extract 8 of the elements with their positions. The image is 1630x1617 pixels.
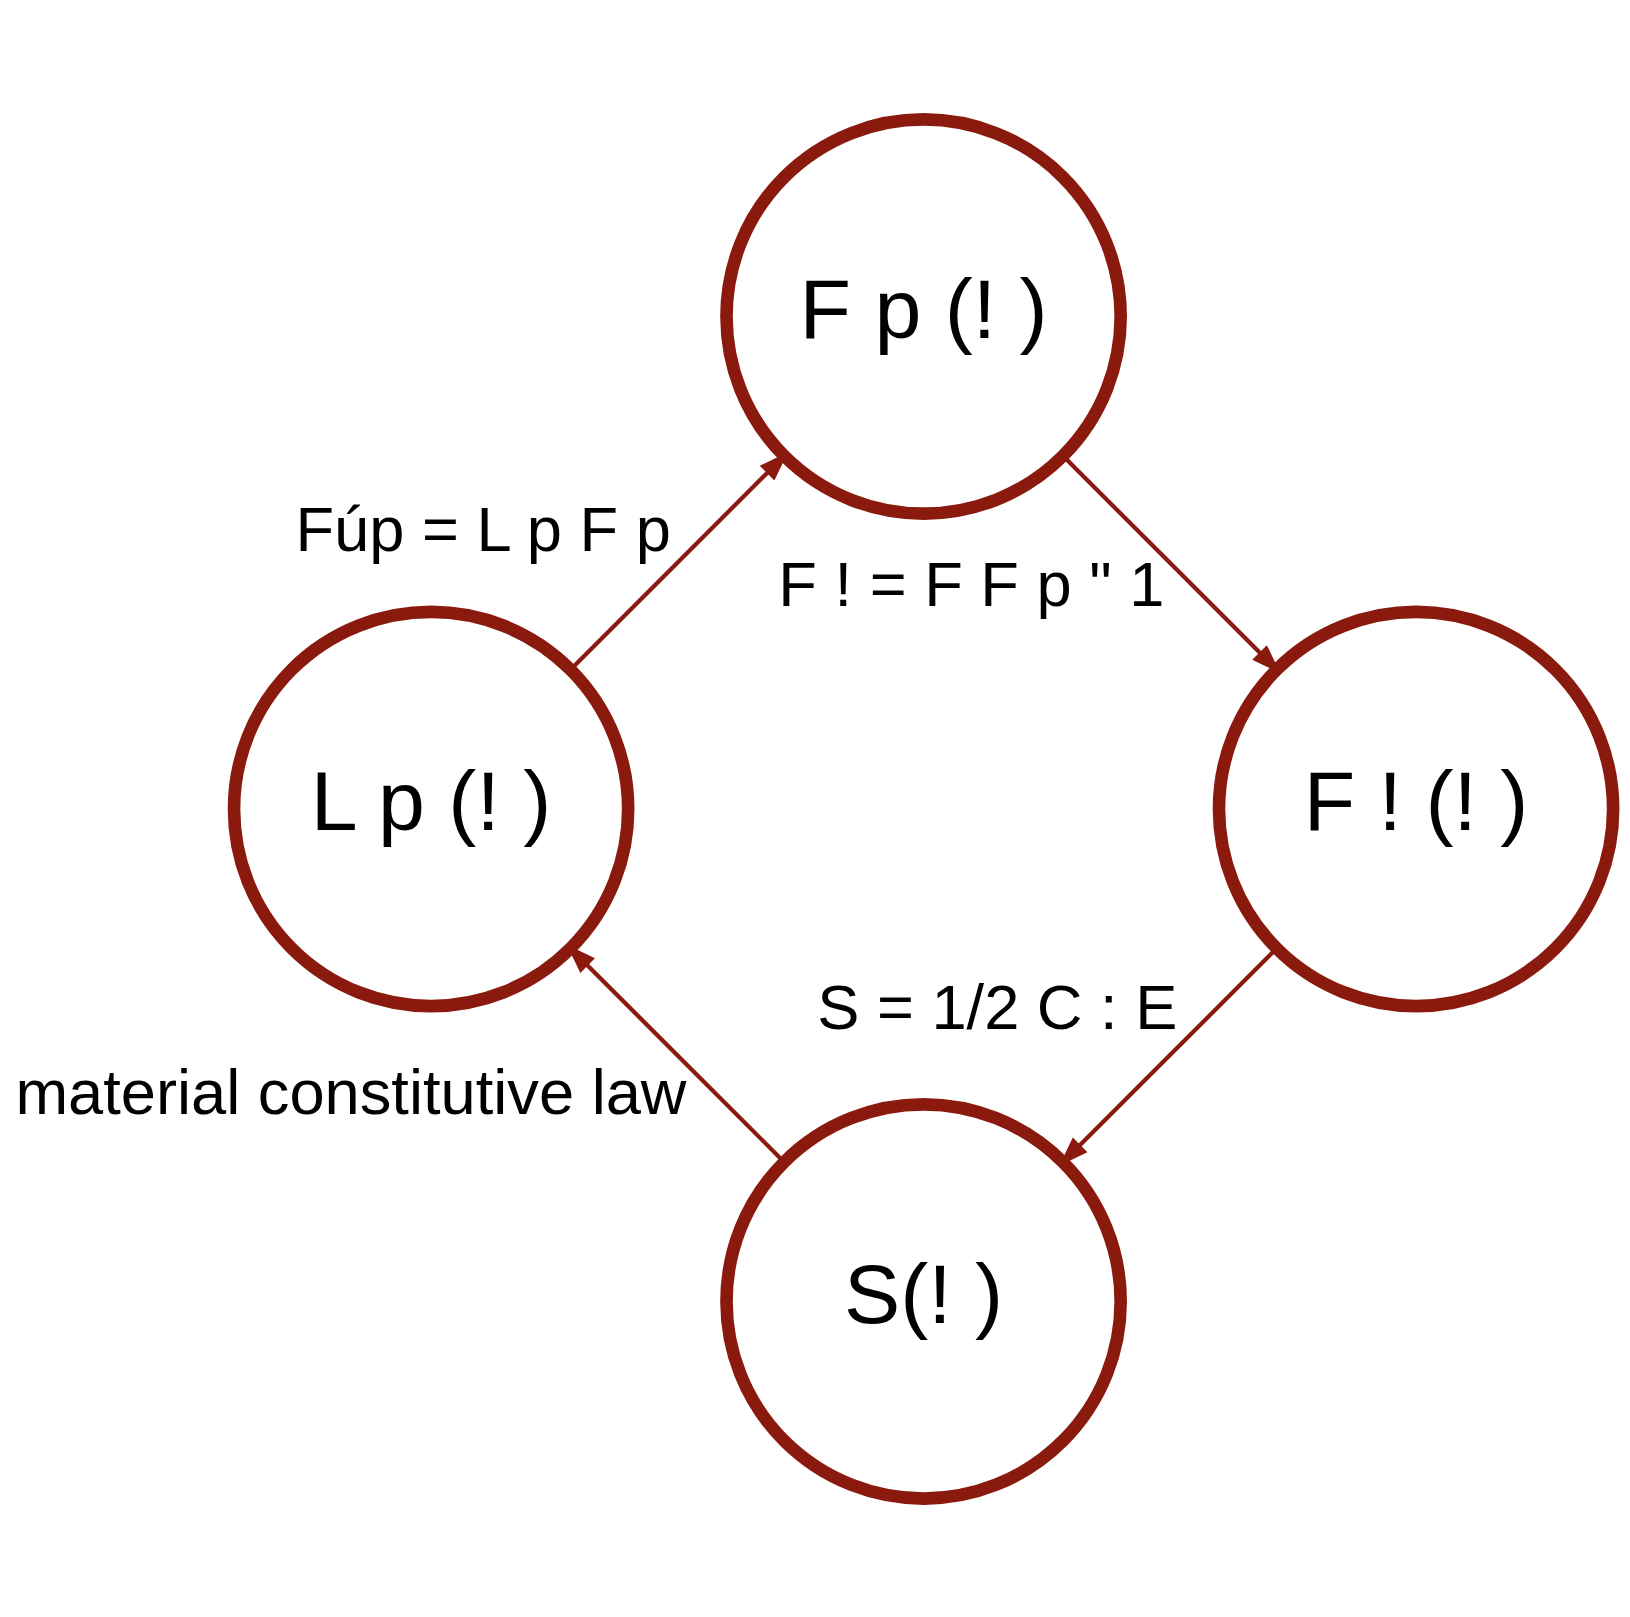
node-circle: L p (! ) bbox=[227, 605, 635, 1012]
node-circle: F ! (! ) bbox=[1212, 605, 1620, 1012]
edge-label: S = 1/2 C : E bbox=[817, 971, 1178, 1042]
node-circle: F p (! ) bbox=[720, 112, 1127, 520]
edge-label: material constitutive law bbox=[15, 1056, 687, 1127]
edge-label: Fúp = L p F p bbox=[295, 493, 671, 564]
edge-label: F ! = F F p " 1 bbox=[778, 548, 1165, 619]
node-circle: S(! ) bbox=[720, 1097, 1127, 1505]
